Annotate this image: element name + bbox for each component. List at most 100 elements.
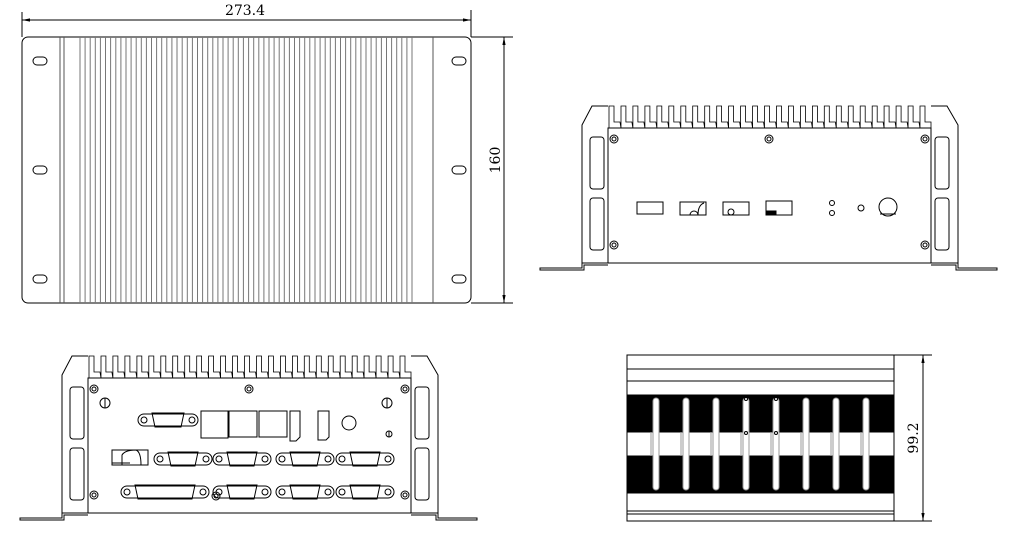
- side-view-outline: [626, 354, 895, 522]
- serial-port: [226, 451, 258, 467]
- side-vent: [934, 136, 950, 190]
- heatsink-fins: [88, 355, 412, 379]
- hdmi-port: [289, 410, 301, 442]
- screw-icon: [400, 384, 410, 394]
- screw-hole: [123, 488, 131, 496]
- front-chassis: [539, 105, 998, 271]
- screw-icon: [922, 242, 928, 248]
- screw-hole: [215, 455, 223, 463]
- led-icon: [829, 210, 835, 216]
- screw-icon: [91, 386, 97, 392]
- mounting-slot: [32, 165, 48, 175]
- front-view: [539, 105, 998, 271]
- screw-icon: [402, 386, 408, 392]
- mounting-slot: [32, 56, 48, 66]
- side-ear-right: [931, 105, 959, 264]
- screw-hole: [324, 488, 332, 496]
- vga-port: [151, 412, 185, 428]
- side-ear-left: [61, 355, 88, 514]
- vent-slots: [650, 397, 870, 491]
- db25-port-flange: [120, 485, 210, 499]
- screw-hole: [338, 488, 346, 496]
- height-dimension-label: 99.2: [906, 422, 922, 453]
- serial-port: [226, 484, 258, 500]
- screw-icon: [402, 492, 408, 498]
- reset-button: [857, 204, 865, 212]
- vent-slot: [742, 397, 750, 491]
- vent-slot: [712, 397, 720, 491]
- usb-port: [722, 201, 750, 216]
- side-vent: [414, 386, 430, 440]
- screw-hole: [199, 488, 207, 496]
- mounting-slot: [451, 165, 467, 175]
- antenna-hole: [341, 415, 357, 431]
- rear-ports: [99, 397, 395, 501]
- lan-port: [228, 410, 258, 438]
- screw-hole: [744, 397, 748, 401]
- mounting-flange-right: [931, 263, 998, 271]
- side-vent: [589, 197, 605, 251]
- top-view-outline: [21, 36, 472, 304]
- serial-port-flange: [212, 452, 272, 466]
- front-ports: [636, 197, 898, 217]
- usb-port: [679, 201, 707, 216]
- power-jack-detail: [765, 210, 777, 215]
- mounting-flange-left: [19, 513, 88, 521]
- vent-slot: [772, 397, 780, 491]
- screw-icon: [764, 134, 774, 144]
- vent-slot: [682, 397, 690, 491]
- screw-hole: [202, 455, 210, 463]
- displayport: [317, 410, 330, 441]
- screw-hole: [384, 455, 392, 463]
- rear-view: [19, 355, 478, 521]
- lan-port: [200, 410, 229, 439]
- screw-hole: [384, 488, 392, 496]
- power-jack: [765, 200, 793, 216]
- screw-icon: [244, 384, 254, 394]
- serial-port-flange: [275, 485, 335, 499]
- vent-band: [626, 394, 895, 433]
- screw-hole: [774, 397, 778, 401]
- serial-port-flange: [275, 452, 335, 466]
- screw-hole: [156, 455, 164, 463]
- screw-icon: [611, 136, 617, 142]
- screw-icon: [922, 136, 928, 142]
- panel-outline: [607, 127, 932, 264]
- mounting-flange-right: [411, 513, 478, 521]
- vent-slot: [862, 397, 870, 491]
- usb-port: [636, 201, 664, 215]
- screw-icon: [246, 386, 252, 392]
- side-ear-left: [581, 105, 608, 264]
- side-view: 99.2: [626, 354, 932, 522]
- vent-slot: [802, 397, 810, 491]
- lan-port: [258, 410, 288, 438]
- screw-hole: [261, 488, 269, 496]
- vent-slot: [832, 397, 840, 491]
- width-dimension-label: 273.4: [225, 3, 265, 19]
- side-vent: [934, 197, 950, 251]
- panel-outline: [87, 377, 412, 514]
- screw-hole: [188, 416, 196, 424]
- db25-port: [134, 484, 196, 500]
- side-vent: [69, 386, 85, 440]
- vent-band: [626, 455, 895, 494]
- top-view: 273.4 160: [21, 3, 513, 304]
- usb-port-detail: [689, 202, 705, 216]
- screw-hole: [278, 488, 286, 496]
- serial-port-flange: [212, 485, 272, 499]
- side-vent: [69, 447, 85, 501]
- screw-icon: [400, 490, 410, 500]
- power-terminal-detail: [112, 449, 142, 466]
- screw-hole: [324, 455, 332, 463]
- screw-icon: [766, 136, 772, 142]
- screw-icon: [91, 492, 97, 498]
- mounting-slot: [451, 274, 467, 284]
- serial-port: [289, 451, 321, 467]
- rear-chassis: [19, 355, 478, 521]
- vga-port-flange: [137, 413, 199, 427]
- depth-dimension-label: 160: [488, 147, 504, 174]
- mounting-slot: [32, 274, 48, 284]
- screw-icon: [89, 490, 99, 500]
- mounting-slot: [451, 56, 467, 66]
